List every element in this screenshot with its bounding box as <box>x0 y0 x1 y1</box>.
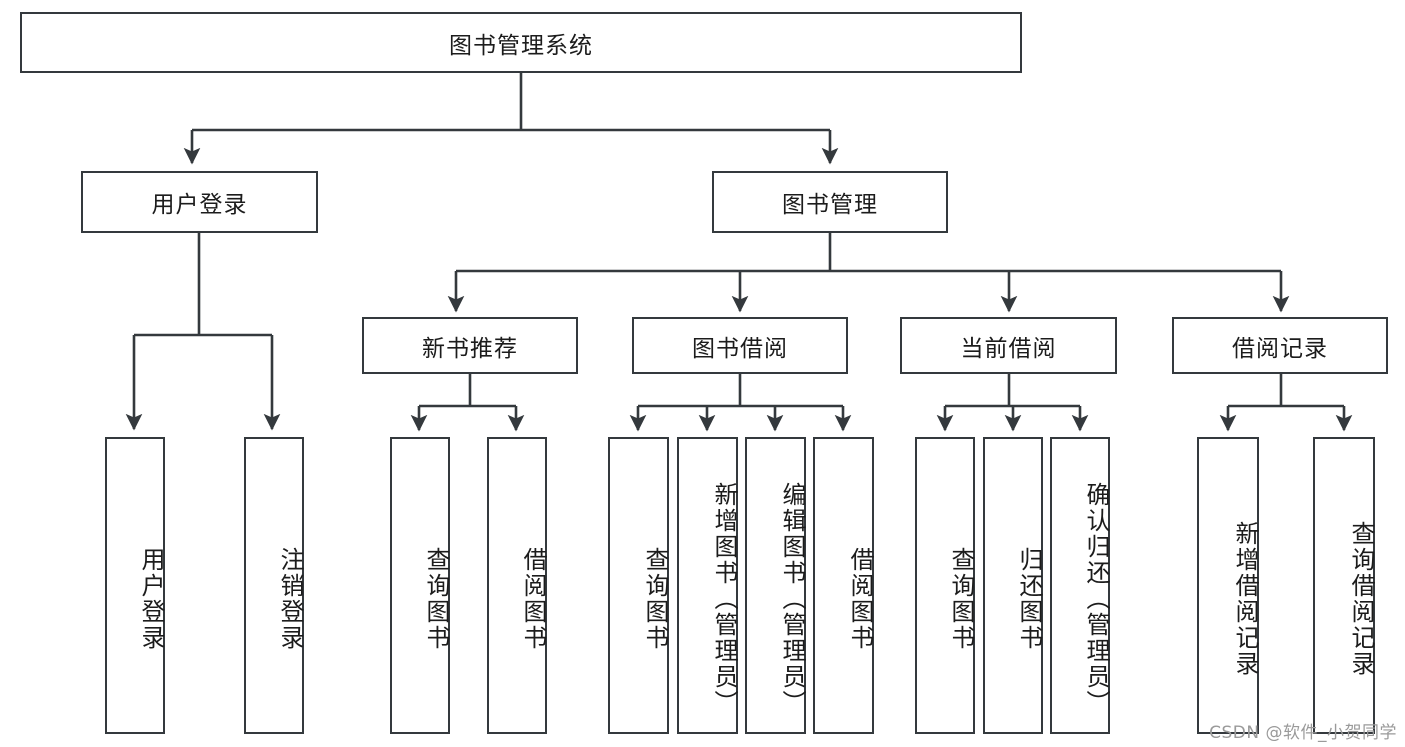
leaf-query-book-current[interactable]: 查询图书 <box>915 437 975 734</box>
leaf-return-book[interactable]: 归还图书 <box>983 437 1043 734</box>
node-label: 归还图书 <box>1015 546 1043 651</box>
leaf-borrow-book-recommend[interactable]: 借阅图书 <box>487 437 547 734</box>
node-book-management-system[interactable]: 图书管理系统 <box>20 12 1022 73</box>
node-label: 查询图书 <box>641 546 669 651</box>
node-label: 借阅图书 <box>519 546 547 651</box>
leaf-user-login[interactable]: 用户登录 <box>105 437 165 734</box>
node-label: 确认归还（管理员） <box>1082 481 1110 716</box>
leaf-logout-login[interactable]: 注销登录 <box>244 437 304 734</box>
node-label: 借阅记录 <box>1232 335 1328 362</box>
leaf-query-borrow-record[interactable]: 查询借阅记录 <box>1313 437 1375 734</box>
node-label: 查询借阅记录 <box>1347 520 1375 677</box>
node-user-login[interactable]: 用户登录 <box>81 171 318 233</box>
node-book-borrow[interactable]: 图书借阅 <box>632 317 848 374</box>
node-label: 新增图书（管理员） <box>710 481 738 716</box>
leaf-edit-book[interactable]: 编辑图书（管理员） <box>745 437 806 734</box>
node-label: 查询图书 <box>947 546 975 651</box>
leaf-query-book-borrow[interactable]: 查询图书 <box>608 437 669 734</box>
node-label: 新书推荐 <box>422 335 518 362</box>
node-label: 用户登录 <box>151 192 248 218</box>
node-label: 图书借阅 <box>692 335 788 362</box>
node-book-management[interactable]: 图书管理 <box>712 171 948 233</box>
node-label: 图书管理 <box>782 192 878 218</box>
node-label: 新增借阅记录 <box>1231 520 1259 677</box>
leaf-add-borrow-record[interactable]: 新增借阅记录 <box>1197 437 1259 734</box>
leaf-confirm-return[interactable]: 确认归还（管理员） <box>1050 437 1110 734</box>
node-label: 查询图书 <box>422 546 450 651</box>
leaf-query-book-recommend[interactable]: 查询图书 <box>390 437 450 734</box>
node-label: 当前借阅 <box>960 335 1057 362</box>
csdn-watermark: CSDN @软件_小贺同学 <box>1209 723 1397 743</box>
node-current-borrow[interactable]: 当前借阅 <box>900 317 1117 374</box>
node-label: 图书管理系统 <box>449 32 593 59</box>
node-label: 编辑图书（管理员） <box>778 481 806 716</box>
node-label: 借阅图书 <box>846 546 874 651</box>
leaf-add-book[interactable]: 新增图书（管理员） <box>677 437 738 734</box>
node-borrow-record[interactable]: 借阅记录 <box>1172 317 1388 374</box>
leaf-borrow-book[interactable]: 借阅图书 <box>813 437 874 734</box>
node-label: 注销登录 <box>276 546 304 651</box>
node-new-book-recommend[interactable]: 新书推荐 <box>362 317 578 374</box>
node-label: 用户登录 <box>137 546 165 651</box>
